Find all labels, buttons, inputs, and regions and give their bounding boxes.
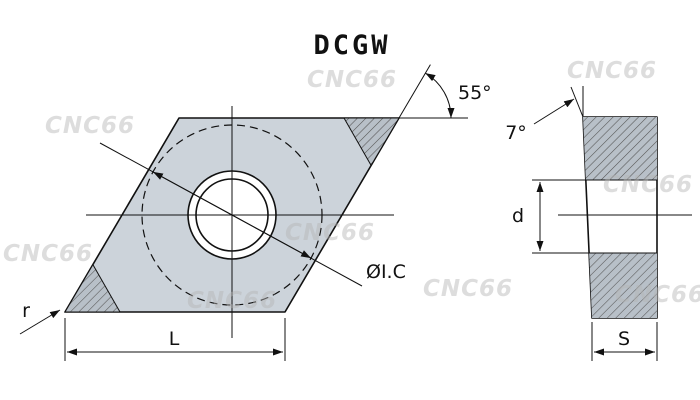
angle55-extension-slanted [398, 64, 431, 119]
watermark-text: CNC66 [3, 241, 93, 267]
watermark-text: CNC66 [187, 288, 277, 314]
ic-label: ØI.C [366, 261, 406, 283]
length-label: L [169, 328, 180, 350]
angle55-arc [425, 72, 455, 119]
clearance-ref-slanted [570, 86, 584, 118]
page-title: DCGW [313, 30, 390, 61]
watermark-text: CNC66 [603, 172, 693, 198]
watermark-text: CNC66 [567, 58, 657, 84]
side-view-hatch-top [583, 117, 657, 180]
nose-tip-bottom-left [64, 263, 121, 313]
watermark-text: CNC66 [307, 67, 397, 93]
hole-diameter-label: d [512, 205, 524, 227]
corner-radius-leader [19, 309, 61, 335]
thickness-label: S [618, 328, 630, 350]
watermark-text: CNC66 [615, 282, 700, 308]
watermark-text: CNC66 [285, 220, 375, 246]
nose-angle-label: 55° [458, 82, 492, 104]
watermark-text: CNC66 [423, 276, 513, 302]
front-view: ØI.C 55° r L [19, 64, 492, 361]
ic-arrow-lower [231, 214, 312, 259]
watermark-layer: CNC66 CNC66 CNC66 CNC66 CNC66 CNC66 CNC6… [3, 58, 700, 314]
ic-arrow-upper [152, 171, 233, 216]
corner-radius-label: r [22, 300, 30, 322]
clearance-angle-label: 7° [505, 122, 527, 144]
side-view-hatch-bottom [589, 253, 657, 318]
nose-tip-top-right [343, 117, 400, 167]
clearance-leader [533, 98, 575, 125]
side-view: d 7° S [505, 86, 692, 361]
watermark-text: CNC66 [45, 113, 135, 139]
